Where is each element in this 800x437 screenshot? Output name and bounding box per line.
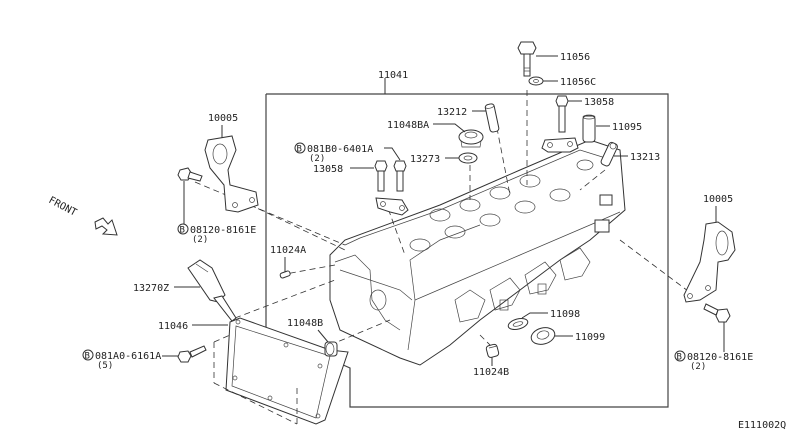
front-indicator: FRONT bbox=[47, 195, 118, 236]
figure-code: E111002Q bbox=[738, 420, 786, 431]
label-13212: 13212 bbox=[437, 107, 467, 118]
label-10005-left: 10005 bbox=[208, 113, 238, 124]
qty-08120-right: (2) bbox=[690, 362, 706, 372]
guide-13213 bbox=[600, 141, 618, 167]
label-11024B: 11024B bbox=[473, 367, 509, 378]
svg-text:B: B bbox=[297, 145, 302, 155]
dowel-11095 bbox=[582, 114, 596, 143]
bolt-marker-081B0: B bbox=[294, 142, 306, 155]
bolt-11056 bbox=[517, 41, 537, 77]
bolt-08120-right bbox=[703, 303, 731, 323]
sealant-tube-13270Z bbox=[187, 259, 237, 322]
label-11048B: 11048B bbox=[287, 318, 323, 329]
bolt-081A0 bbox=[177, 345, 207, 363]
cam-bracket-right bbox=[541, 137, 579, 153]
label-11024A: 11024A bbox=[270, 245, 306, 256]
gasket-guide-lines bbox=[213, 334, 298, 425]
label-13213: 13213 bbox=[630, 152, 660, 163]
head-end-block bbox=[594, 219, 610, 233]
bolt-marker-08120-right: B bbox=[674, 350, 686, 363]
dowel-11024B bbox=[485, 343, 500, 358]
label-13273: 13273 bbox=[410, 154, 440, 165]
label-11046: 11046 bbox=[158, 321, 188, 332]
bolts-081B0-pair bbox=[374, 160, 407, 192]
bolt-marker-08120-left: B bbox=[177, 223, 189, 236]
cylinder-head bbox=[329, 139, 626, 366]
washer-11056C bbox=[528, 76, 544, 86]
qty-08120-left: (2) bbox=[192, 235, 208, 245]
label-11099: 11099 bbox=[575, 332, 605, 343]
label-11048BA: 11048BA bbox=[387, 120, 429, 131]
bracket-10005-right bbox=[683, 221, 736, 303]
svg-text:B: B bbox=[677, 353, 682, 363]
svg-text:B: B bbox=[180, 226, 185, 236]
bolt-13058-right bbox=[555, 95, 569, 133]
bracket-10005-left bbox=[204, 135, 259, 213]
front-label: FRONT bbox=[47, 195, 79, 219]
gasket-11046 bbox=[225, 317, 349, 425]
label-11095: 11095 bbox=[612, 122, 642, 133]
svg-text:B: B bbox=[85, 352, 90, 362]
guide-13212 bbox=[484, 103, 500, 133]
plug-11048BA bbox=[458, 129, 484, 148]
label-11041: 11041 bbox=[378, 70, 408, 81]
label-13058-right: 13058 bbox=[584, 97, 614, 108]
seal-11098 bbox=[507, 318, 529, 330]
seal-13273 bbox=[458, 152, 478, 164]
label-11056C: 11056C bbox=[560, 77, 596, 88]
dowel-11024A bbox=[279, 270, 291, 279]
label-10005-right: 10005 bbox=[703, 194, 733, 205]
qty-081B0: (2) bbox=[309, 154, 325, 164]
plug-11048B bbox=[324, 341, 338, 357]
label-08120-8161E-right: 08120-8161E bbox=[687, 352, 753, 363]
label-13058-left: 13058 bbox=[313, 164, 343, 175]
label-11098: 11098 bbox=[550, 309, 580, 320]
cam-bracket-left bbox=[375, 197, 409, 216]
exhaust-ports bbox=[454, 247, 591, 323]
label-08120-8161E-left: 08120-8161E bbox=[190, 225, 256, 236]
front-arrow-icon bbox=[94, 217, 118, 236]
bolt-marker-081A0: B bbox=[82, 349, 94, 362]
bolt-08120-left bbox=[177, 167, 203, 182]
label-081A0-6161A: 081A0-6161A bbox=[95, 351, 161, 362]
seal-11099 bbox=[530, 327, 556, 345]
label-11056: 11056 bbox=[560, 52, 590, 63]
label-13270Z: 13270Z bbox=[133, 283, 169, 294]
qty-081A0: (5) bbox=[97, 361, 113, 371]
label-081B0-6401A: 081B0-6401A bbox=[307, 144, 373, 155]
